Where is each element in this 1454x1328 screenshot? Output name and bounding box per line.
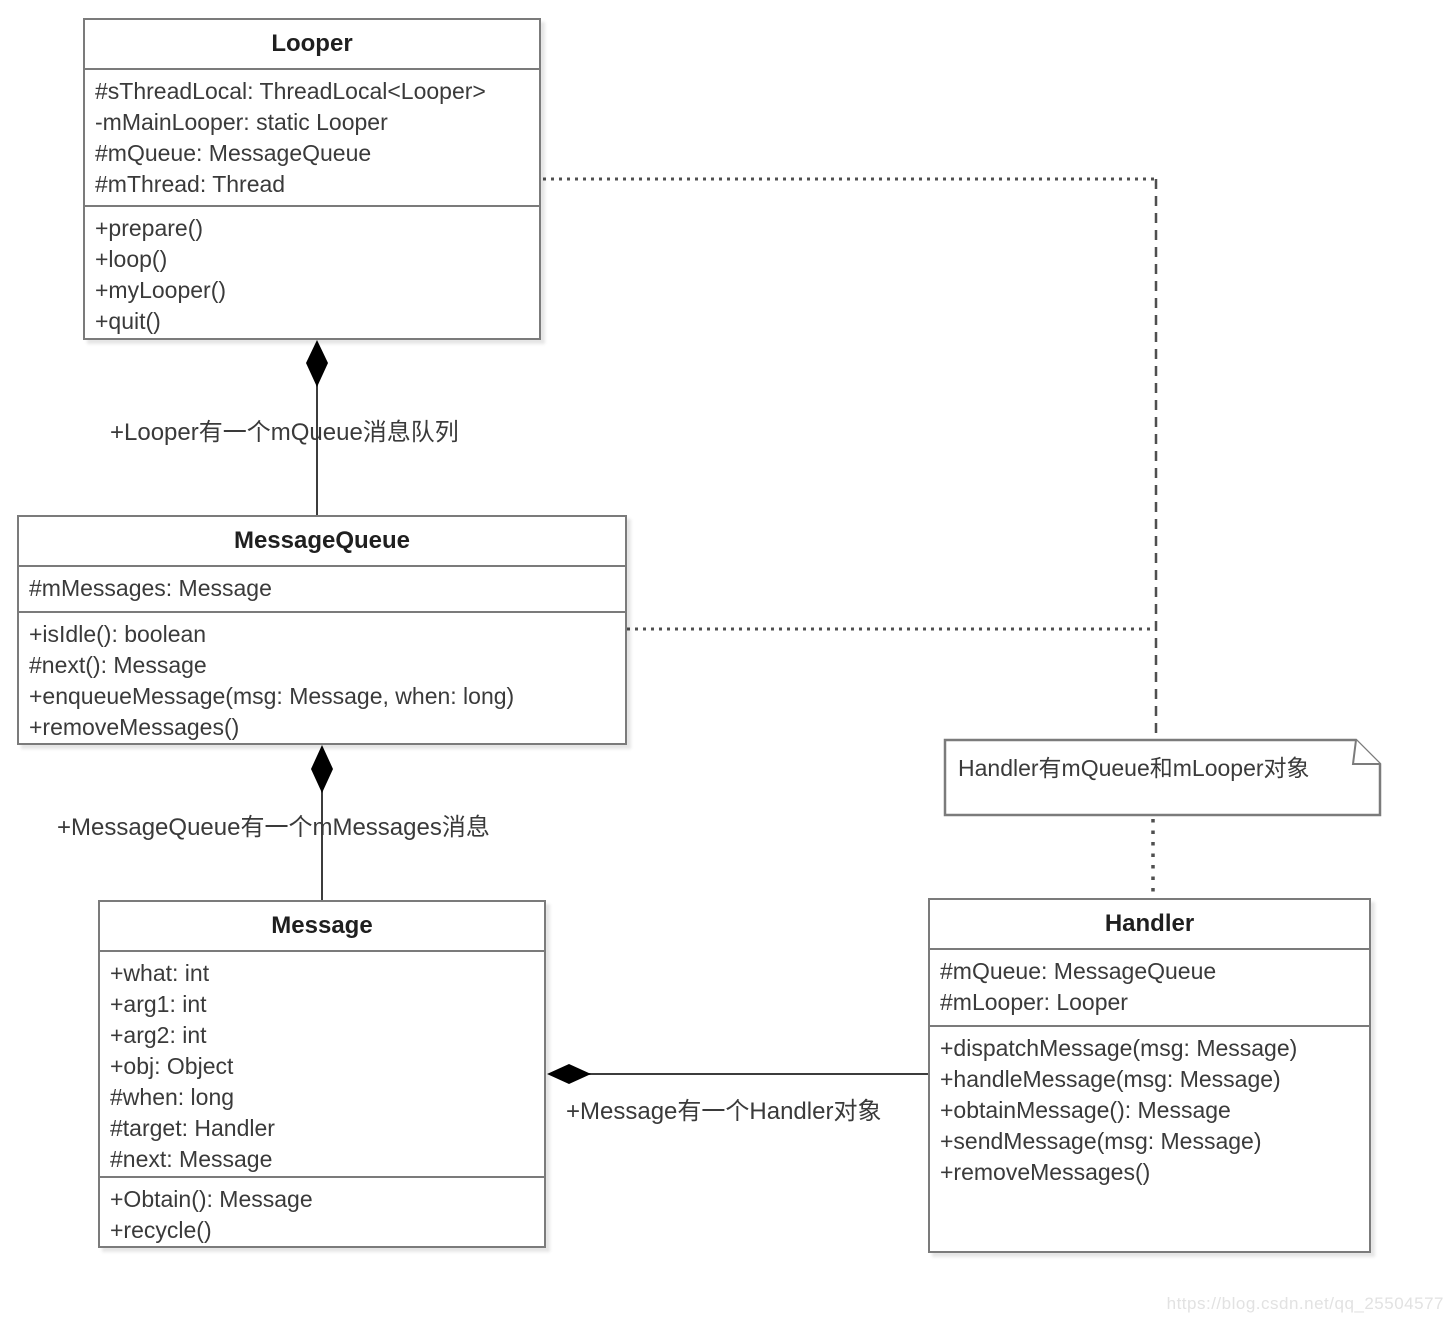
class-method: +recycle() xyxy=(110,1217,212,1243)
class-handler-attributes: #mQueue: MessageQueue #mLooper: Looper xyxy=(930,950,1369,1027)
class-looper-title: Looper xyxy=(85,20,539,70)
class-method: +Obtain(): Message xyxy=(110,1186,313,1212)
class-looper-methods: +prepare() +loop() +myLooper() +quit() xyxy=(85,207,539,343)
class-message-title: Message xyxy=(100,902,544,952)
class-method: +obtainMessage(): Message xyxy=(940,1097,1231,1123)
class-attribute: +arg2: int xyxy=(110,1022,207,1048)
class-attribute: +arg1: int xyxy=(110,991,207,1017)
class-messagequeue-title: MessageQueue xyxy=(19,517,625,567)
class-attribute: #next: Message xyxy=(110,1146,273,1172)
note-text: Handler有mQueue和mLooper对象 xyxy=(958,755,1310,781)
class-attribute: +obj: Object xyxy=(110,1053,234,1079)
note-shape xyxy=(943,738,1382,817)
class-method: +handleMessage(msg: Message) xyxy=(940,1066,1281,1092)
class-attribute: -mMainLooper: static Looper xyxy=(95,109,388,135)
class-method: +prepare() xyxy=(95,215,204,241)
class-looper: Looper #sThreadLocal: ThreadLocal<Looper… xyxy=(83,18,541,340)
class-handler-title: Handler xyxy=(930,900,1369,950)
class-messagequeue: MessageQueue #mMessages: Message +isIdle… xyxy=(17,515,627,745)
class-message-attributes: +what: int +arg1: int +arg2: int +obj: Obje… xyxy=(100,952,544,1178)
class-attribute: #mThread: Thread xyxy=(95,171,286,197)
class-attribute: #mQueue: MessageQueue xyxy=(95,140,372,166)
class-method: +enqueueMessage(msg: Message, when: long… xyxy=(29,683,515,709)
class-attribute: #target: Handler xyxy=(110,1115,275,1141)
watermark-url: https://blog.csdn.net/qq_25504577 xyxy=(1166,1294,1444,1313)
class-method: +removeMessages() xyxy=(940,1159,1151,1185)
class-handler-methods: +dispatchMessage(msg: Message) +handleMes… xyxy=(930,1027,1369,1194)
class-handler: Handler #mQueue: MessageQueue #mLooper: L… xyxy=(928,898,1371,1253)
class-attribute: #mMessages: Message xyxy=(29,575,272,601)
composition-diamond-looper xyxy=(306,340,328,387)
class-attribute: #when: long xyxy=(110,1084,235,1110)
class-method: +isIdle(): boolean xyxy=(29,621,207,647)
class-method: +myLooper() xyxy=(95,277,227,303)
composition-diamond-messagequeue xyxy=(311,745,333,793)
class-attribute: #mLooper: Looper xyxy=(940,989,1128,1015)
class-attribute: +what: int xyxy=(110,960,210,986)
class-method: +dispatchMessage(msg: Message) xyxy=(940,1035,1298,1061)
class-looper-attributes: #sThreadLocal: ThreadLocal<Looper> -mMain… xyxy=(85,70,539,207)
class-message-methods: +Obtain(): Message +recycle() xyxy=(100,1178,544,1252)
edge-label-messagequeue-mmessages: +MessageQueue有一个mMessages消息 xyxy=(57,814,490,841)
class-attribute: #mQueue: MessageQueue xyxy=(940,958,1217,984)
class-attribute: #sThreadLocal: ThreadLocal<Looper> xyxy=(95,78,486,104)
edge-label-message-handler: +Message有一个Handler对象 xyxy=(566,1098,882,1125)
class-messagequeue-attributes: #mMessages: Message xyxy=(19,567,625,613)
class-method: +quit() xyxy=(95,308,161,334)
class-method: #next(): Message xyxy=(29,652,207,678)
class-method: +sendMessage(msg: Message) xyxy=(940,1128,1262,1154)
composition-diamond-message xyxy=(547,1064,591,1084)
edge-label-looper-mqueue: +Looper有一个mQueue消息队列 xyxy=(110,419,459,446)
class-messagequeue-methods: +isIdle(): boolean #next(): Message +enque… xyxy=(19,613,625,749)
class-method: +removeMessages() xyxy=(29,714,240,740)
class-method: +loop() xyxy=(95,246,168,272)
class-message: Message +what: int +arg1: int +arg2: int +o… xyxy=(98,900,546,1248)
